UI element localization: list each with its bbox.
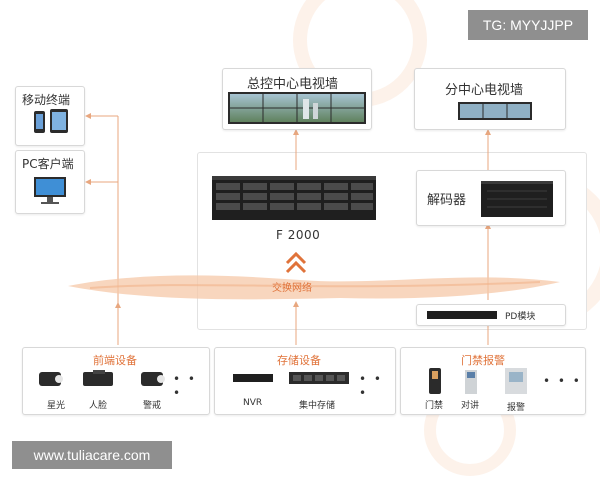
storage-devices-title: 存储设备: [277, 354, 321, 367]
main-wall-title: 总控中心电视墙: [247, 77, 339, 92]
storage-item-central: 集中存储: [299, 401, 336, 411]
pd-module-box: PD模块: [416, 304, 566, 326]
mobile-terminal-box: 移动终端: [15, 86, 85, 146]
mobile-title: 移动终端: [22, 93, 71, 107]
pd-module-label: PD模块: [505, 312, 536, 322]
storage-icons: [233, 372, 349, 384]
server-label: F 2000: [276, 228, 321, 242]
front-devices-title: 前端设备: [93, 354, 137, 367]
network-label: 交换网络: [272, 283, 312, 294]
watermark-top: TG: MYYJJPP: [468, 10, 588, 40]
access-item-door: 门禁: [425, 401, 444, 411]
storage-item-nvr: NVR: [243, 398, 263, 408]
access-item-alarm: 报警: [507, 403, 526, 413]
sub-wall-title: 分中心电视墙: [445, 83, 524, 98]
decoder-icon: [481, 181, 553, 217]
front-item-face: 人脸: [89, 401, 108, 411]
front-item-starlight: 星光: [47, 401, 66, 411]
storage-more: • • •: [359, 372, 383, 400]
front-more: • • •: [173, 372, 197, 400]
decoder-title: 解码器: [427, 193, 467, 208]
access-alarm-box: 门禁报警 门禁 对讲 报警 • • •: [400, 347, 586, 415]
pc-title: PC客户端: [22, 157, 74, 171]
watermark-bottom: www.tuliacare.com: [12, 441, 172, 469]
pd-module-icon: [427, 311, 497, 319]
decoder-box: 解码器: [416, 170, 566, 226]
sub-video-wall-image: [458, 102, 532, 120]
sub-video-wall-box: 分中心电视墙: [414, 68, 566, 130]
storage-devices-box: 存储设备 NVR 集中存储 • • •: [214, 347, 396, 415]
monitor-icon: [34, 177, 66, 204]
front-item-alert: 警戒: [143, 401, 162, 411]
access-icons: [429, 368, 527, 394]
video-wall-image: [228, 92, 366, 124]
front-devices-box: 前端设备 星光 人脸 警戒 • • •: [22, 347, 210, 415]
access-alarm-title: 门禁报警: [461, 354, 505, 367]
main-video-wall-box: 总控中心电视墙: [222, 68, 372, 130]
access-item-intercom: 对讲: [461, 401, 480, 411]
camera-icons: [39, 370, 165, 386]
pc-client-box: PC客户端: [15, 150, 85, 214]
access-more: • • •: [543, 374, 582, 388]
mobile-devices-icon: [34, 109, 68, 133]
